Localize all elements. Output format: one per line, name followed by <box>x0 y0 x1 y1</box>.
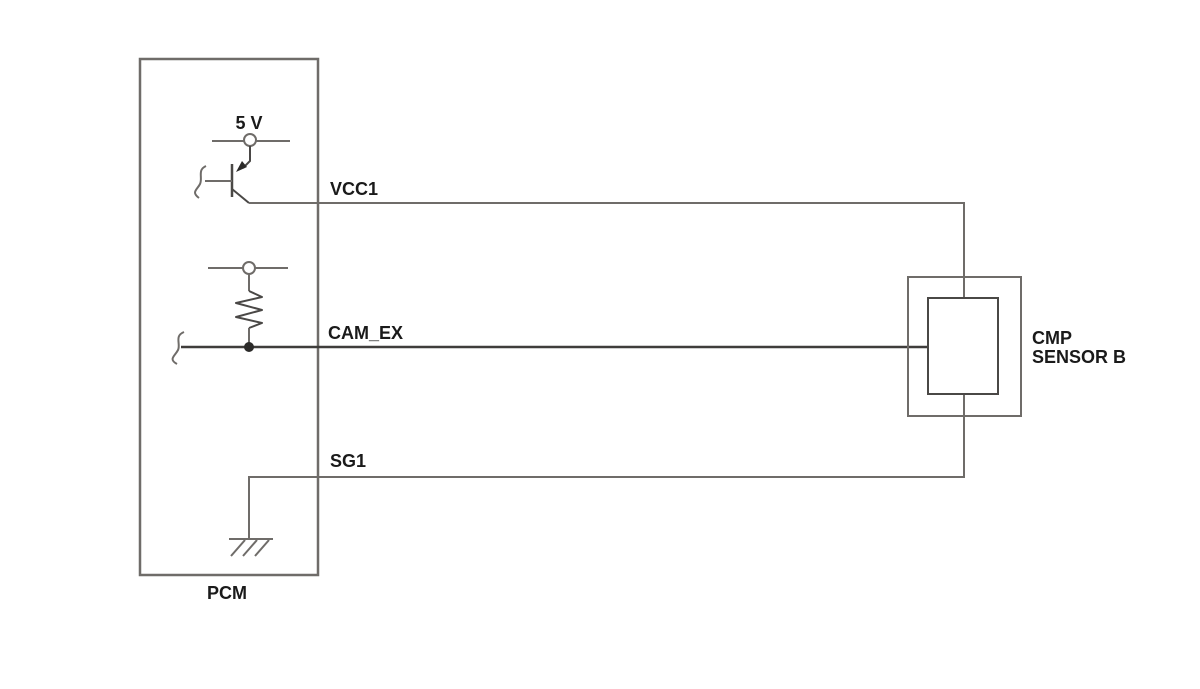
sensor-label-line1: CMP <box>1032 328 1072 348</box>
wire-break-icon <box>194 165 207 199</box>
supply-terminal-icon <box>243 133 257 147</box>
wire-label-cam-ex: CAM_EX <box>328 323 403 343</box>
transistor-icon <box>194 146 251 204</box>
wire-label-vcc1: VCC1 <box>330 179 378 199</box>
sensor-outer-box <box>907 276 1022 417</box>
supply-voltage-label: 5 V <box>235 113 262 133</box>
ground-icon <box>229 538 273 557</box>
wire-break-icon <box>171 331 185 365</box>
wire-sg1 <box>248 394 965 538</box>
junction-dot-icon <box>244 342 254 352</box>
sensor-label-line2: SENSOR B <box>1032 347 1126 367</box>
wire-vcc1 <box>249 202 965 298</box>
wire-label-sg1: SG1 <box>330 451 366 471</box>
sensor-inner-box <box>927 297 999 395</box>
pcm-label: PCM <box>207 583 247 603</box>
pullup-terminal-icon <box>242 261 256 275</box>
resistor-icon <box>235 290 263 329</box>
transistor-arrowhead-icon <box>236 161 247 172</box>
transistor-emitter-lead <box>231 188 250 204</box>
pcm-box <box>138 57 320 577</box>
